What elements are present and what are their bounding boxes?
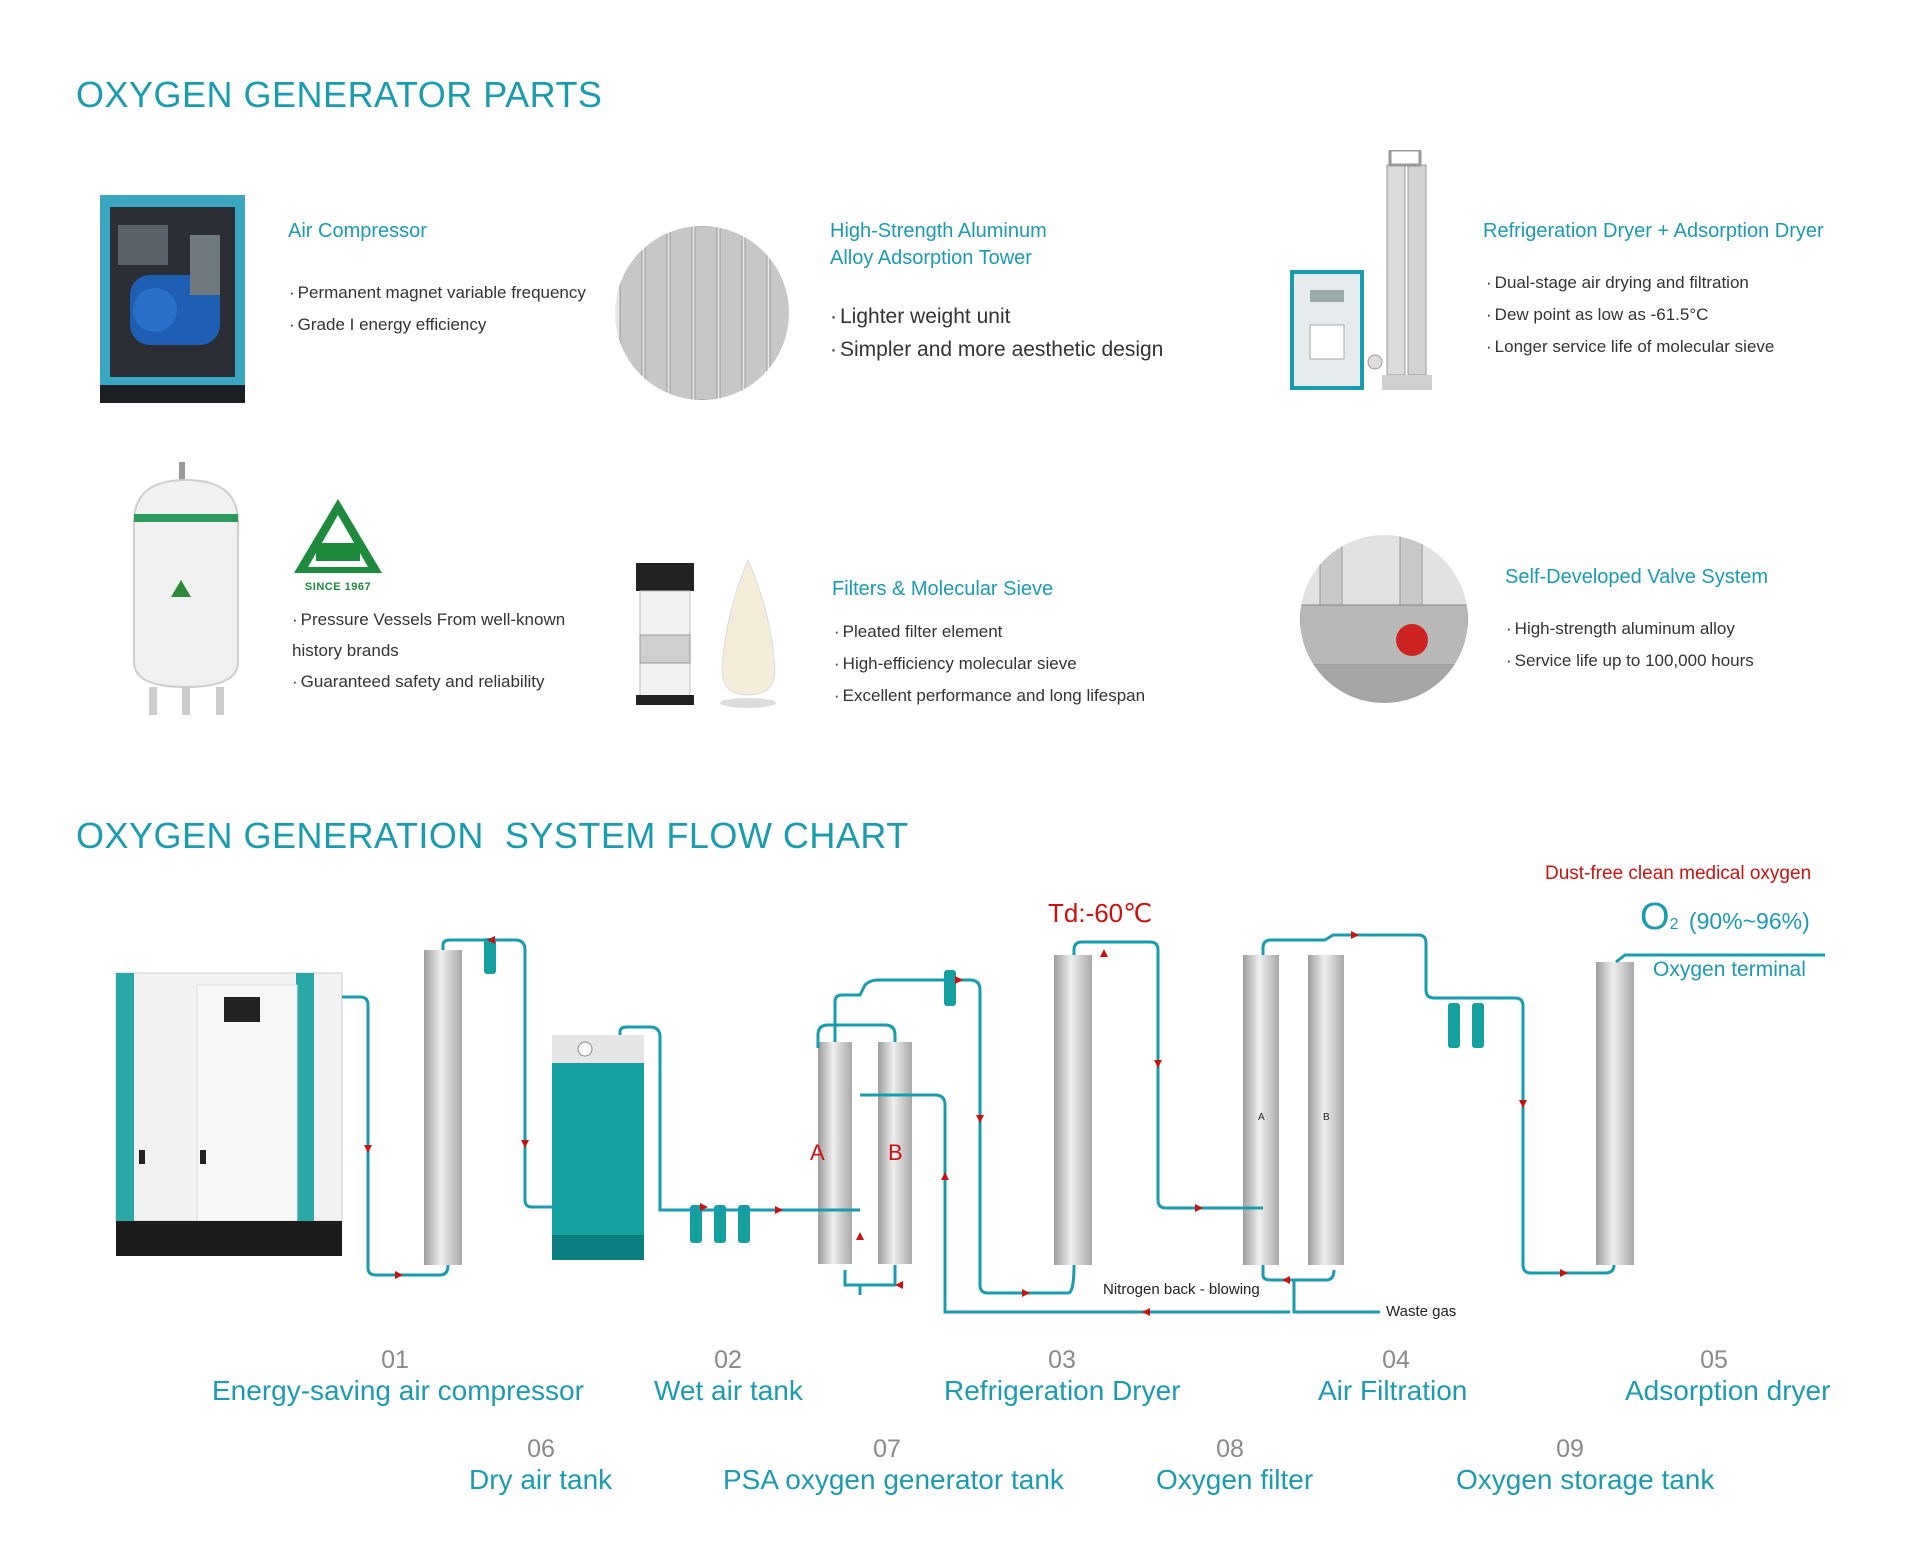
air-compressor-bullets: Permanent magnet variable frequency Grad…	[289, 277, 586, 341]
step-number: 05	[1700, 1346, 1728, 1374]
step-number: 01	[381, 1346, 409, 1374]
oxygen-storage-tank	[1596, 962, 1634, 1265]
filters-bullets: Pleated filter element High-efficiency m…	[834, 616, 1145, 712]
bullet: High-strength aluminum alloy	[1506, 613, 1754, 645]
dryer-bullets: Dual-stage air drying and filtration Dew…	[1486, 267, 1775, 363]
bullet: Longer service life of molecular sieve	[1486, 331, 1775, 363]
flow-section-title: OXYGEN GENERATION SYSTEM FLOW CHART	[76, 815, 909, 856]
part-title-aluminum-tower: High-Strength Aluminum Alloy Adsorption …	[830, 218, 1047, 272]
tank-label-b: B	[888, 1140, 903, 1165]
aluminum-tower-bullets: Lighter weight unit Simpler and more aes…	[830, 300, 1163, 366]
psa-tank-a	[818, 1042, 852, 1264]
o2-label: O2 (90%~96%)	[1640, 896, 1810, 939]
part-title-dryer: Refrigeration Dryer + Adsorption Dryer	[1483, 220, 1824, 242]
pressure-vessel-bullets: Pressure Vessels From well-known history…	[292, 604, 582, 697]
nitrogen-label: Nitrogen back - blowing	[1103, 1281, 1260, 1298]
step-name: Wet air tank	[654, 1375, 803, 1406]
step-name: Adsorption dryer	[1625, 1375, 1831, 1406]
parts-section-title: OXYGEN GENERATOR PARTS	[76, 74, 603, 115]
tower-label-b: B	[1323, 1112, 1330, 1123]
o2-symbol: O	[1640, 896, 1670, 938]
tower-label-a: A	[1258, 1112, 1265, 1123]
step-number: 03	[1048, 1346, 1076, 1374]
triangle-logo-icon	[294, 499, 382, 573]
bullet: Lighter weight unit	[830, 300, 1163, 333]
step-name: Energy-saving air compressor	[212, 1375, 584, 1406]
adsorption-tower-a	[1243, 955, 1279, 1265]
bullet: Pressure Vessels From well-known history…	[292, 604, 582, 666]
step-name: Air Filtration	[1318, 1375, 1468, 1406]
bullet: Excellent performance and long lifespan	[834, 680, 1145, 712]
valve-bullets: High-strength aluminum alloy Service lif…	[1506, 613, 1754, 677]
bullet: Dual-stage air drying and filtration	[1486, 267, 1774, 299]
bullet: Service life up to 100,000 hours	[1506, 645, 1754, 677]
bullet: Guaranteed safety and reliability	[292, 666, 582, 697]
brand-logo: SINCE 1967	[292, 497, 384, 593]
pipe-network	[342, 933, 1825, 1314]
brand-logo-text: SINCE 1967	[304, 581, 372, 593]
adsorption-tower-b	[1308, 955, 1344, 1265]
step-number: 08	[1216, 1435, 1244, 1463]
part-title-air-compressor: Air Compressor	[288, 220, 427, 242]
bullet: Pleated filter element	[834, 616, 1145, 648]
step-number: 06	[527, 1435, 555, 1463]
dry-air-tank	[1054, 955, 1092, 1265]
terminal-label: Oxygen terminal	[1653, 958, 1806, 981]
bullet: Permanent magnet variable frequency	[289, 277, 586, 309]
dryer-image	[1290, 148, 1450, 395]
bullet: High-efficiency molecular sieve	[834, 648, 1145, 680]
step-number: 04	[1382, 1346, 1410, 1374]
waste-label: Waste gas	[1386, 1303, 1457, 1320]
flow-arrows	[364, 931, 1568, 1316]
aluminum-tower-image	[615, 226, 789, 400]
step-number: 09	[1556, 1435, 1584, 1463]
filter-group	[484, 938, 1484, 1243]
bullet: Simpler and more aesthetic design	[830, 333, 1163, 366]
part-title-filters: Filters & Molecular Sieve	[832, 578, 1054, 600]
title-line: High-Strength Aluminum	[830, 220, 1047, 242]
dewpoint-label: Td:-60℃	[1048, 898, 1153, 928]
step-name: Oxygen storage tank	[1456, 1464, 1715, 1495]
psa-tank-b	[878, 1042, 912, 1264]
step-number: 02	[714, 1346, 742, 1374]
product-label: Dust-free clean medical oxygen	[1545, 863, 1812, 884]
step-name: Oxygen filter	[1156, 1464, 1314, 1495]
bullet: Grade I energy efficiency	[289, 309, 586, 341]
wet-air-tank	[424, 950, 462, 1265]
step-number: 07	[873, 1435, 901, 1463]
tank-label-a: A	[810, 1140, 825, 1165]
step-name: Refrigeration Dryer	[944, 1375, 1181, 1406]
o2-range: (90%~96%)	[1688, 908, 1810, 934]
air-compressor-image	[100, 195, 245, 403]
step-name: PSA oxygen generator tank	[723, 1464, 1064, 1495]
o2-subscript: 2	[1669, 916, 1679, 933]
air-compressor-unit	[115, 972, 343, 1256]
pressure-vessel-image	[124, 462, 249, 717]
part-title-valve: Self-Developed Valve System	[1505, 566, 1769, 588]
step-name: Dry air tank	[469, 1464, 613, 1495]
refrigeration-dryer-unit	[552, 1035, 644, 1260]
filters-sieve-image	[630, 555, 790, 710]
title-line: Alloy Adsorption Tower	[830, 247, 1032, 269]
bullet: Dew point as low as -61.5°C	[1486, 299, 1774, 331]
